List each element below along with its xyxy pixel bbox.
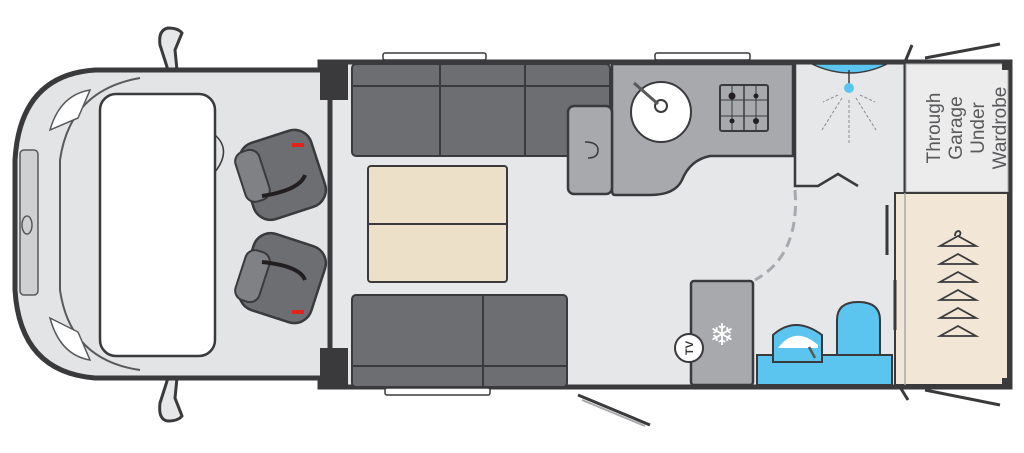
- washroom-door-swing: [754, 189, 797, 282]
- pillar-top: [320, 60, 348, 100]
- tv-label: TV: [684, 340, 696, 355]
- rear-door-bottom: [898, 386, 1001, 407]
- swivel-unit: [566, 104, 614, 196]
- sofa-top: [351, 63, 611, 157]
- headlight-bottom: [48, 316, 92, 361]
- garage-label-line-4: Wardrobe: [990, 87, 1011, 170]
- windscreen: [98, 92, 217, 358]
- sink-icon: [630, 81, 692, 143]
- garage-label-line-1: Through: [924, 93, 945, 164]
- hob-icon: [719, 84, 769, 132]
- toilet-icon: [836, 300, 881, 356]
- left-mirror-top: [158, 26, 184, 72]
- shower-head-icon: [821, 70, 877, 143]
- shower-tray: [811, 63, 888, 74]
- basin-icon: [772, 324, 823, 363]
- rear-door-top: [903, 42, 1001, 63]
- entrance-door[interactable]: [577, 393, 651, 427]
- tv-marker: TV: [674, 333, 704, 363]
- passenger-seat: [234, 231, 328, 325]
- cab-bonnet: [59, 77, 141, 371]
- through-garage: [905, 63, 1009, 193]
- pillar-bottom: [320, 348, 348, 388]
- snowflake-icon: ❄: [709, 318, 734, 353]
- headlight-top: [48, 89, 92, 132]
- fridge: [689, 279, 755, 387]
- table: [367, 165, 508, 283]
- hangers-icon: [936, 230, 980, 337]
- grille: [19, 149, 39, 296]
- badge: [21, 215, 33, 235]
- garage-label: Through Garage Under Wardrobe: [924, 87, 1011, 170]
- swivel-arrow-icon: [584, 141, 599, 159]
- shower-wall: [793, 62, 859, 188]
- garage-label-line-2: Garage: [946, 96, 967, 159]
- garage-label-line-3: Under: [968, 101, 989, 153]
- driver-seat: [234, 128, 328, 222]
- sofa-bottom: [351, 294, 568, 388]
- wardrobe: [894, 192, 1009, 386]
- right-mirror-bottom: [158, 376, 184, 423]
- window-top-2: [654, 52, 751, 61]
- window-top-1: [382, 52, 487, 61]
- steering-wheel: [214, 134, 225, 173]
- window-bottom: [384, 387, 491, 396]
